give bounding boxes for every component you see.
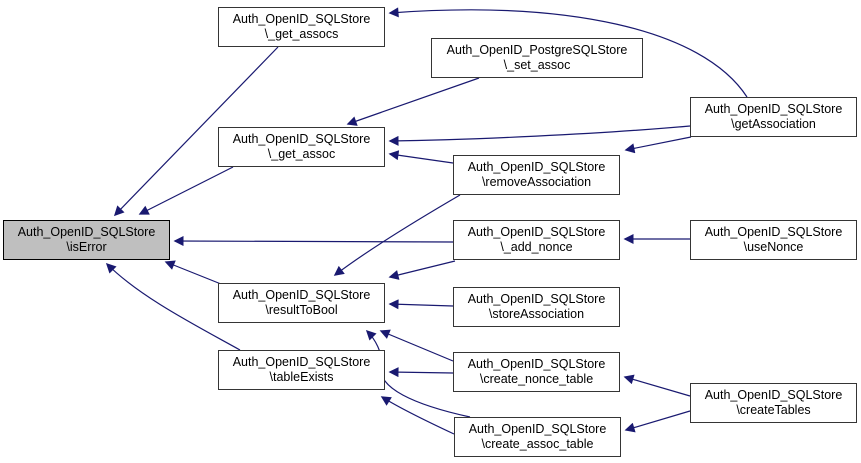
edge-create-nonce-table-to-table-exists xyxy=(388,367,454,378)
edge-create-assoc-table-to-table-exists xyxy=(380,396,455,435)
node-method-name: \removeAssociation xyxy=(481,175,592,189)
edge-get-assoc-to-is-error xyxy=(138,166,234,215)
node-method-name: \resultToBool xyxy=(265,303,338,317)
node-class-name: Auth_OpenID_SQLStore xyxy=(467,357,606,371)
node-create-tables[interactable]: Auth_OpenID_SQLStore \createTables xyxy=(690,383,857,423)
node-set-assoc[interactable]: Auth_OpenID_PostgreSQLStore \_set_assoc xyxy=(431,38,643,78)
edge-create-tables-to-create-assoc-table xyxy=(624,410,691,433)
edge-remove-association-to-result-to-bool xyxy=(333,194,461,276)
node-create-assoc-table[interactable]: Auth_OpenID_SQLStore \create_assoc_table xyxy=(454,417,621,457)
node-class-name: Auth_OpenID_SQLStore xyxy=(467,292,606,306)
edge-result-to-bool-to-is-error xyxy=(164,260,222,285)
edge-store-association-to-result-to-bool xyxy=(388,299,454,310)
node-class-name: Auth_OpenID_PostgreSQLStore xyxy=(446,43,628,57)
edge-get-association-to-get-assocs xyxy=(388,7,748,98)
node-method-name: \isError xyxy=(66,240,107,254)
node-is-error: Auth_OpenID_SQLStore \isError xyxy=(3,220,170,260)
node-result-to-bool[interactable]: Auth_OpenID_SQLStore \resultToBool xyxy=(218,283,385,323)
node-method-name: \createTables xyxy=(736,403,811,417)
edge-remove-association-to-get-assoc xyxy=(388,150,454,164)
node-get-assoc[interactable]: Auth_OpenID_SQLStore \_get_assoc xyxy=(218,127,385,167)
node-class-name: Auth_OpenID_SQLStore xyxy=(232,288,371,302)
node-class-name: Auth_OpenID_SQLStore xyxy=(704,388,843,402)
node-method-name: \_add_nonce xyxy=(500,240,573,254)
node-add-nonce[interactable]: Auth_OpenID_SQLStore \_add_nonce xyxy=(453,220,620,260)
node-class-name: Auth_OpenID_SQLStore xyxy=(704,225,843,239)
node-method-name: \_get_assoc xyxy=(267,147,336,161)
node-method-name: \_get_assocs xyxy=(264,27,339,41)
edge-get-association-to-remove-association xyxy=(624,136,692,154)
node-get-assocs[interactable]: Auth_OpenID_SQLStore \_get_assocs xyxy=(218,7,385,47)
node-class-name: Auth_OpenID_SQLStore xyxy=(468,422,607,436)
node-use-nonce[interactable]: Auth_OpenID_SQLStore \useNonce xyxy=(690,220,857,260)
edge-set-assoc-to-get-assoc xyxy=(346,77,480,126)
node-class-name: Auth_OpenID_SQLStore xyxy=(232,132,371,146)
node-class-name: Auth_OpenID_SQLStore xyxy=(704,102,843,116)
edge-add-nonce-to-is-error xyxy=(173,236,454,247)
node-method-name: \tableExists xyxy=(269,370,334,384)
node-class-name: Auth_OpenID_SQLStore xyxy=(232,355,371,369)
node-create-nonce-table[interactable]: Auth_OpenID_SQLStore \create_nonce_table xyxy=(453,352,620,392)
node-class-name: Auth_OpenID_SQLStore xyxy=(17,225,156,239)
edge-table-exists-to-is-error xyxy=(105,262,241,351)
node-class-name: Auth_OpenID_SQLStore xyxy=(467,225,606,239)
node-method-name: \getAssociation xyxy=(731,117,816,131)
node-table-exists[interactable]: Auth_OpenID_SQLStore \tableExists xyxy=(218,350,385,390)
node-class-name: Auth_OpenID_SQLStore xyxy=(232,12,371,26)
node-method-name: \useNonce xyxy=(743,240,804,254)
node-method-name: \_set_assoc xyxy=(503,58,571,72)
node-get-association[interactable]: Auth_OpenID_SQLStore \getAssociation xyxy=(690,97,857,137)
node-store-association[interactable]: Auth_OpenID_SQLStore \storeAssociation xyxy=(453,287,620,327)
node-remove-association[interactable]: Auth_OpenID_SQLStore \removeAssociation xyxy=(453,155,620,195)
edge-get-assocs-to-is-error xyxy=(113,46,279,217)
edge-create-nonce-table-to-result-to-bool xyxy=(379,329,454,362)
node-method-name: \create_assoc_table xyxy=(481,437,594,451)
edge-get-association-to-get-assoc xyxy=(388,125,691,146)
node-method-name: \create_nonce_table xyxy=(479,372,594,386)
edge-add-nonce-to-result-to-bool xyxy=(388,260,456,280)
node-method-name: \storeAssociation xyxy=(488,307,585,321)
node-class-name: Auth_OpenID_SQLStore xyxy=(467,160,606,174)
edge-create-tables-to-create-nonce-table xyxy=(623,374,691,397)
